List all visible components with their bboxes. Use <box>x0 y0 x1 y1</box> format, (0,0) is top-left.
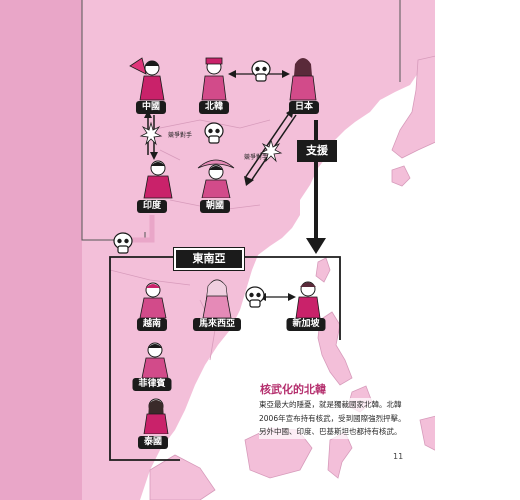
japan-korea-arrowhead-b <box>244 176 254 186</box>
label-singapore: 新加坡 <box>286 318 326 331</box>
philippines-character <box>141 342 169 378</box>
label-korea: 朝國 <box>199 200 231 213</box>
india-connector <box>132 215 155 243</box>
support-arrowhead <box>306 238 326 254</box>
label-india: 印度 <box>136 200 168 213</box>
label-vietnam: 越南 <box>136 318 168 331</box>
left-band <box>0 0 82 500</box>
label-thailand: 泰國 <box>137 436 169 449</box>
war-burst-right <box>259 138 283 163</box>
thailand-character <box>143 398 169 434</box>
skull-icon <box>204 122 224 144</box>
japan-korea-arrow-a <box>244 111 291 179</box>
singapore-character <box>295 281 321 318</box>
rivalry-label-left: 競爭對手 <box>168 132 193 139</box>
label-north-korea: 北韓 <box>198 101 230 114</box>
nk-japan-arrowhead-r <box>282 70 290 78</box>
label-malaysia: 馬來西亞 <box>192 318 242 331</box>
sea-water <box>300 175 400 245</box>
label-japan: 日本 <box>288 101 320 114</box>
southeast-asia-title: 東南亞 <box>173 247 245 271</box>
korea-character <box>197 159 235 198</box>
malaysia-character <box>202 279 232 318</box>
china-india-arrowhead-down <box>150 152 158 160</box>
label-china: 中國 <box>135 101 167 114</box>
china-character <box>129 57 165 101</box>
rivalry-label-right: 競爭對手 <box>244 154 269 161</box>
japan-character <box>289 58 317 101</box>
sumatra-island <box>149 454 216 500</box>
right-band <box>435 0 520 500</box>
label-philippines: 菲律賓 <box>132 378 172 391</box>
southeast-asia-box <box>109 256 341 461</box>
nk-japan-arrowhead-l <box>228 70 236 78</box>
sulawesi-island <box>327 431 353 479</box>
war-burst-left <box>139 121 163 146</box>
singapore-arrowhead-r <box>288 293 296 301</box>
skull-icon <box>113 232 133 254</box>
skull-icon <box>245 286 265 308</box>
info-title: 核武化的北韓 <box>260 383 326 396</box>
vietnam-character <box>139 282 167 318</box>
kyushu-island <box>391 165 411 187</box>
support-label: 支援 <box>297 140 337 162</box>
taiwan-island <box>315 257 331 283</box>
mainland-region <box>82 0 435 500</box>
india-character <box>143 160 173 199</box>
north-korea-character <box>201 57 227 101</box>
info-body: 東亞最大的隱憂，就是獨裁國家北韓。北韓2006年宣布持有核武，受到國際強烈抨擊。… <box>259 398 409 439</box>
china-india-arrowhead-up <box>144 110 152 118</box>
philippines-islands <box>317 311 353 386</box>
page-number: 11 <box>393 452 404 461</box>
skull-icon <box>251 60 271 82</box>
